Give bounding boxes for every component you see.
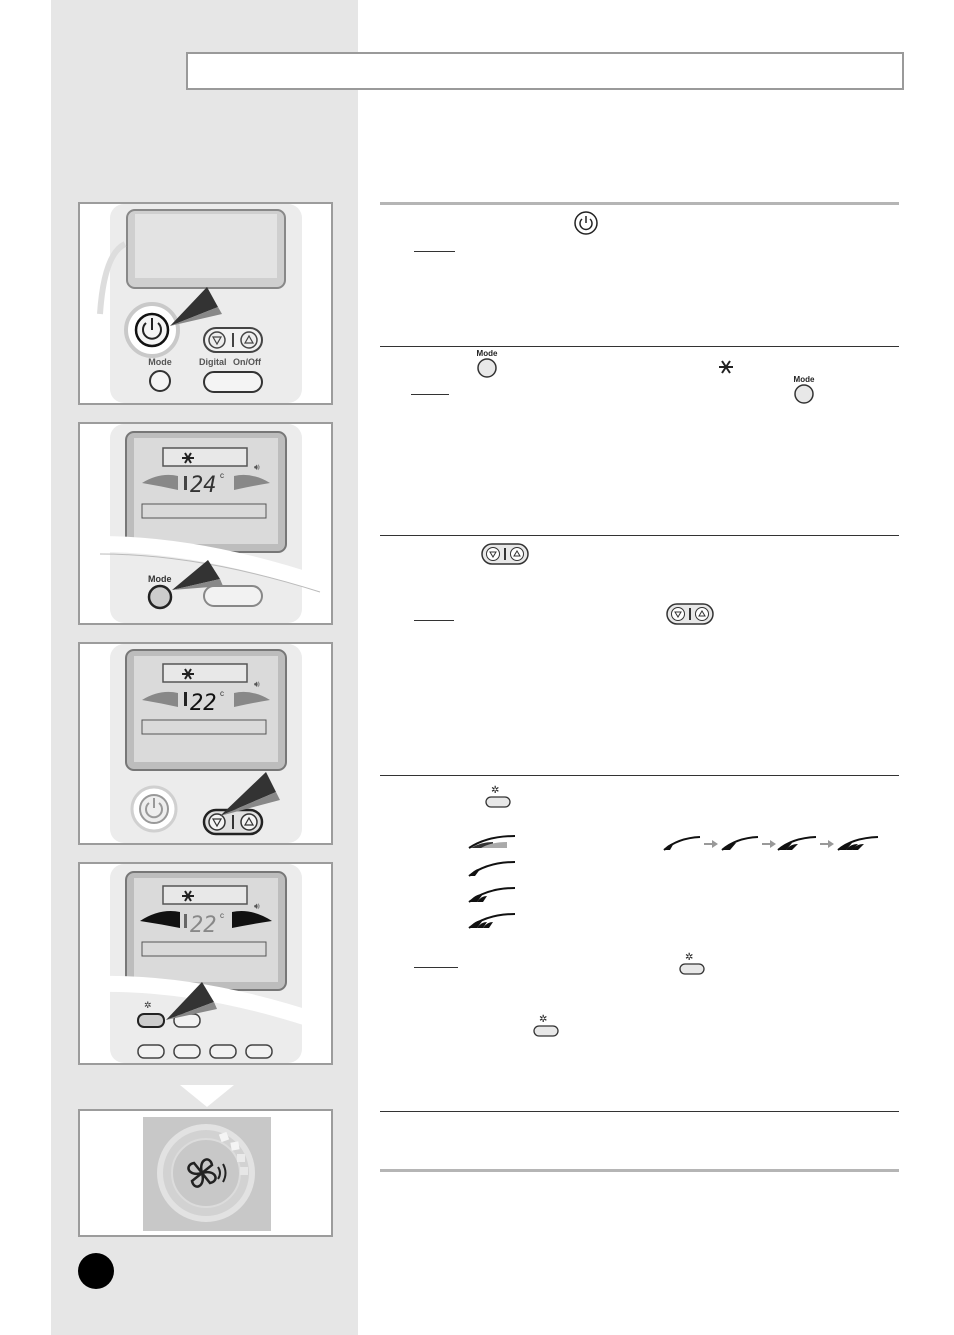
illustration-temperature-step: 22 c 🔊︎ [78,642,333,845]
section-divider-3 [380,775,899,776]
svg-text:🔊︎: 🔊︎ [254,679,260,689]
illustration-fan-indicator [78,1109,333,1237]
fan-speed-auto-indicator [467,834,517,859]
temperature-readout-4: 22 [190,913,217,938]
note-underline-2 [411,394,449,395]
inline-fanspeed-button-2: ✲ [679,950,705,981]
mode-label-2: Mode [148,574,172,584]
fan-speed-medium-indicator [467,886,517,911]
fan-speed-high-indicator [467,912,517,937]
inline-fanspeed-button: ✲ [485,783,511,814]
fan-mode-icon [182,452,194,464]
inline-temp-button-2 [666,603,714,630]
svg-text:✲: ✲ [539,1014,547,1025]
illustration-fanspeed-step: 22 c 🔊︎ ✲ [78,862,333,1065]
illustration-mode-step: 24 c 🔊︎ Mode [78,422,333,625]
inline-mode-button-2: Mode [791,375,817,409]
temperature-readout: 24 [190,473,217,498]
note-underline-3 [414,620,454,621]
down-arrow-icon [180,1085,234,1107]
section-divider-1 [380,346,899,347]
inline-power-icon [573,210,599,241]
svg-text:✲: ✲ [685,952,693,963]
note-underline-1 [414,251,455,252]
inline-fan-mode-icon [717,358,735,381]
section-divider-4 [380,1111,899,1112]
temperature-readout-3: 22 [190,691,217,716]
section-divider-2 [380,535,899,536]
power-icon [142,318,162,340]
inline-mode-button: Mode [474,349,500,383]
speaker-icon: 🔊︎ [254,462,260,472]
page-title-box [186,52,904,90]
temperature-unit: c [220,471,224,480]
inline-mode-label-2: Mode [793,375,815,384]
fan-indicator-icon [187,1158,227,1188]
digital-label: Digital [199,357,227,367]
svg-text:✲: ✲ [491,785,499,796]
section-bottom-rule [380,1169,899,1172]
note-underline-4 [414,967,458,968]
page-marker [78,1253,114,1289]
inline-temp-button [481,543,529,570]
fan-speed-low-indicator [467,860,517,885]
inline-mode-label: Mode [476,349,498,358]
svg-text:🔊︎: 🔊︎ [254,901,260,911]
temperature-unit-3: c [220,689,224,698]
temperature-unit-4: c [220,911,224,920]
fan-speed-sequence [662,834,882,859]
inline-fanspeed-button-3: ✲ [533,1012,559,1043]
onoff-label: On/Off [233,357,262,367]
illustration-power-step: Mode Digital On/Off [78,202,333,405]
fan-speed-icon: ✲ [144,1000,152,1010]
section-top-rule [380,202,899,205]
mode-label: Mode [148,357,172,367]
